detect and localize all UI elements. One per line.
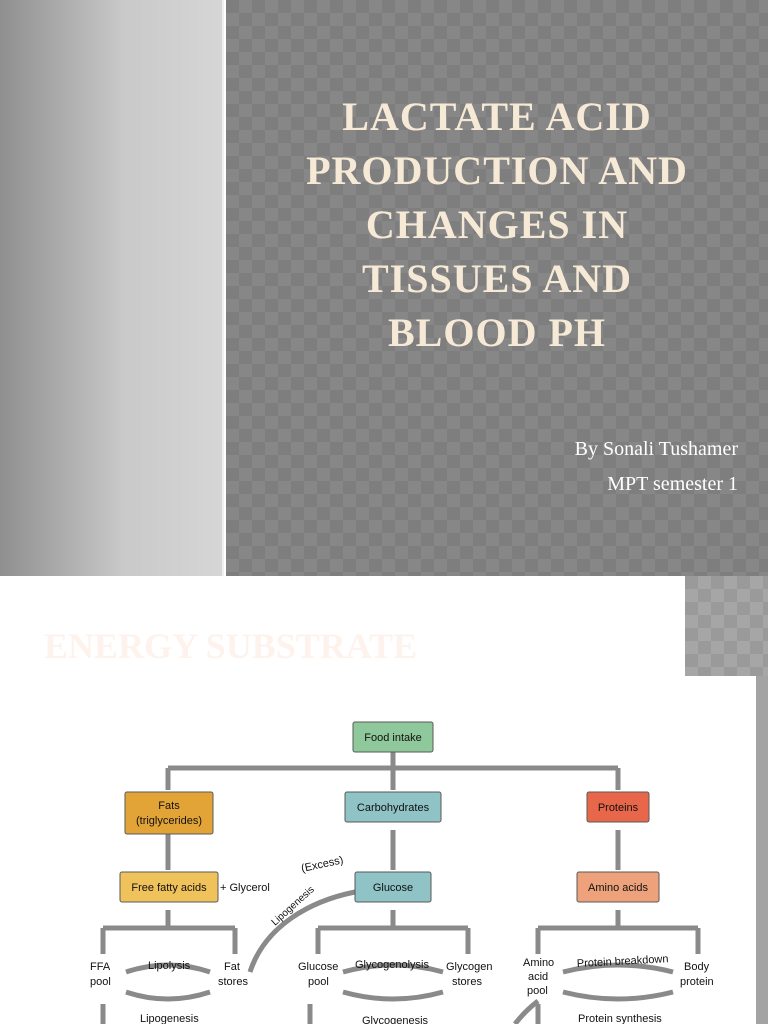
label-excess: (Excess) xyxy=(300,854,344,875)
course-name: MPT semester 1 xyxy=(607,473,738,495)
label-glycogenolysis: Glycogenolysis xyxy=(355,959,429,971)
label-pool: pool xyxy=(527,985,548,997)
box-fats xyxy=(124,791,214,835)
label-lipogenesis-bottom: Lipogenesis xyxy=(140,1013,199,1024)
label-glycerol: + Glycerol xyxy=(220,882,270,894)
label-glucose-pool-1: Glucose xyxy=(298,961,338,973)
label-lipolysis: Lipolysis xyxy=(148,960,191,972)
slide-title-line: LACTATE ACID xyxy=(342,94,652,139)
label-triglycerides: (triglycerides) xyxy=(136,815,202,827)
slide-right-panel xyxy=(226,0,768,576)
slide-title-line: PRODUCTION AND xyxy=(306,148,688,193)
label-free-fatty-acids: Free fatty acids xyxy=(131,882,207,894)
label-glycogen: Glycogen xyxy=(446,961,492,973)
label-body: Body xyxy=(684,961,710,973)
label-body-protein: protein xyxy=(680,976,714,988)
label-fats: Fats xyxy=(158,800,180,812)
label-fat-stores: stores xyxy=(218,976,248,988)
label-carbohydrates: Carbohydrates xyxy=(357,802,430,814)
box-amino-acids xyxy=(576,871,660,903)
label-amino-acids: Amino acids xyxy=(588,882,648,894)
label-food-intake: Food intake xyxy=(364,732,421,744)
box-proteins xyxy=(586,791,650,823)
slide-left-panel xyxy=(0,0,224,576)
label-protein-synthesis: Protein synthesis xyxy=(578,1013,662,1024)
box-glucose xyxy=(354,871,432,903)
slide-title-line: TISSUES AND xyxy=(361,256,632,301)
slide-title-line: BLOOD PH xyxy=(387,310,607,355)
title-slide: LACTATE ACID PRODUCTION AND CHANGES IN T… xyxy=(0,0,768,576)
slide-title-line: CHANGES IN xyxy=(365,202,629,247)
box-free-fatty-acids xyxy=(119,871,219,903)
label-glucose-pool-2: pool xyxy=(308,976,329,988)
label-proteins: Proteins xyxy=(598,802,639,814)
box-food-intake xyxy=(352,721,434,753)
slide-title: LACTATE ACID PRODUCTION AND CHANGES IN T… xyxy=(226,90,768,360)
label-amino: Amino xyxy=(523,957,554,969)
author-block: By Sonali Tushamer MPT semester 1 xyxy=(575,432,738,502)
label-fat: Fat xyxy=(224,961,240,973)
slide-corner-pattern xyxy=(685,576,768,676)
label-glycogen-stores: stores xyxy=(452,976,482,988)
label-glucose: Glucose xyxy=(373,882,413,894)
label-acid: acid xyxy=(528,971,548,983)
energy-substrate-slide: ENERGY SUBSTRATE xyxy=(0,576,768,1024)
label-ffa: FFA xyxy=(90,961,111,973)
box-carbohydrates xyxy=(344,791,442,823)
label-ffa-pool: pool xyxy=(90,976,111,988)
author-name: By Sonali Tushamer xyxy=(574,438,738,460)
energy-substrate-diagram: Food intake Fats (triglycerides) Carbohy… xyxy=(60,686,740,1024)
slide-corner-edge xyxy=(756,676,768,1024)
slide-title: ENERGY SUBSTRATE xyxy=(44,626,418,666)
label-glycogenesis: Glycogenesis xyxy=(362,1015,429,1024)
label-protein-breakdown: Protein breakdown xyxy=(577,953,669,970)
